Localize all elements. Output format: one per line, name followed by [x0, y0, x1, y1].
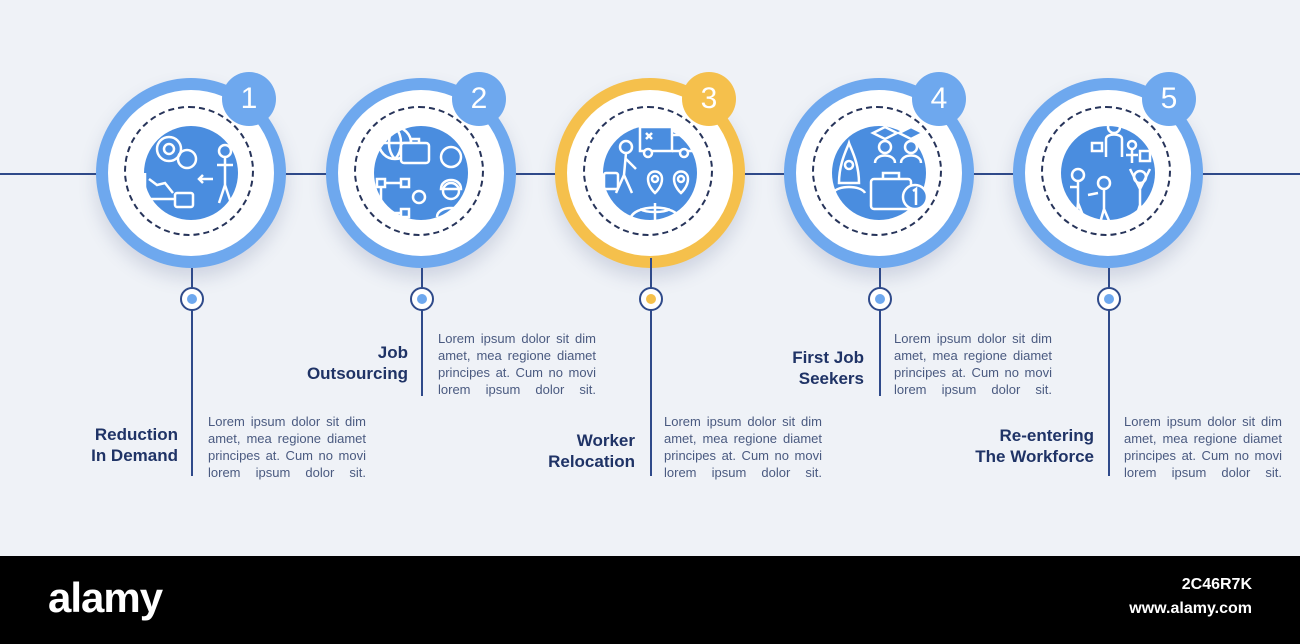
- step-number-badge: 1: [222, 72, 276, 126]
- step-title: Job Outsourcing: [306, 343, 408, 383]
- timeline-node: [639, 287, 663, 311]
- job-outsourcing-icon: [375, 125, 467, 219]
- step-description: Lorem ipsum dolor sit dim amet, mea regi…: [664, 414, 822, 480]
- timeline-node: [410, 287, 434, 311]
- step-number-badge: 5: [1142, 72, 1196, 126]
- step-3: 3 Worker Relocation Lorem ipsum dolor si…: [548, 72, 822, 480]
- step-5: 5 Re-entering The Workforce Lorem ipsum …: [975, 72, 1282, 480]
- step-number-badge: 2: [452, 72, 506, 126]
- step-number-badge: 4: [912, 72, 966, 126]
- step-title: Worker Relocation: [548, 431, 635, 471]
- worker-relocation-icon: [602, 125, 694, 222]
- step-connector: [879, 268, 881, 396]
- first-job-seekers-icon: [831, 125, 929, 211]
- step-2: 2 Job Outsourcing Lorem ipsum dolor sit …: [306, 72, 596, 397]
- step-4: 4 First Job Seekers Lorem ipsum dolor si…: [784, 72, 1052, 397]
- image-id: 2C46R7K: [1181, 576, 1252, 593]
- step-description: Lorem ipsum dolor sit dim amet, mea regi…: [438, 331, 596, 397]
- timeline-node: [1097, 287, 1121, 311]
- step-title: Re-entering The Workforce: [975, 426, 1094, 466]
- re-entering-workforce-icon: [1070, 119, 1152, 224]
- step-description: Lorem ipsum dolor sit dim amet, mea regi…: [208, 414, 366, 480]
- step-connector: [650, 258, 652, 476]
- reduction-in-demand-icon: [143, 135, 245, 209]
- site-url: www.alamy.com: [1129, 600, 1252, 617]
- step-connector: [1108, 268, 1110, 476]
- infographic: 1 Reduction In Demand Lorem ipsum dolor …: [0, 72, 1300, 480]
- timeline-node: [180, 287, 204, 311]
- step-description: Lorem ipsum dolor sit dim amet, mea regi…: [1124, 414, 1282, 480]
- alamy-logo: alamy: [48, 574, 163, 621]
- step-title: Reduction In Demand: [91, 425, 178, 465]
- step-connector: [421, 268, 423, 396]
- step-title: First Job Seekers: [792, 348, 864, 388]
- watermark-footer: alamy 2C46R7K www.alamy.com: [0, 556, 1300, 644]
- step-ring: [326, 78, 516, 268]
- step-number-badge: 3: [682, 72, 736, 126]
- step-connector: [191, 268, 193, 476]
- timeline-node: [868, 287, 892, 311]
- step-1: 1 Reduction In Demand Lorem ipsum dolor …: [91, 72, 366, 480]
- step-description: Lorem ipsum dolor sit dim amet, mea regi…: [894, 331, 1052, 397]
